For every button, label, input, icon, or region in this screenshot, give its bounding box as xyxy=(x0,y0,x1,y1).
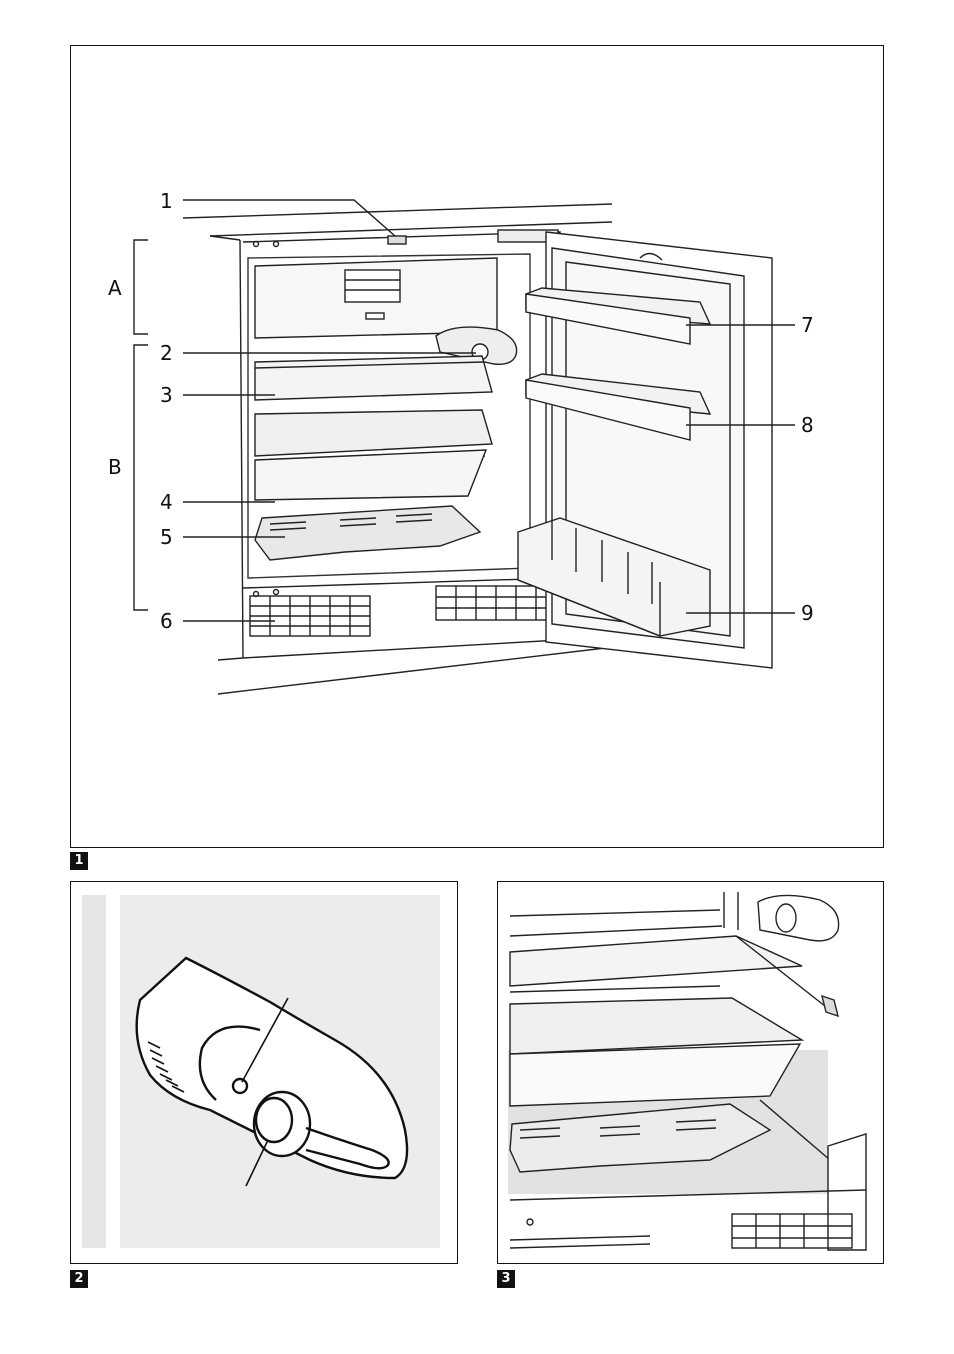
figure-3-badge: 3 xyxy=(497,1270,515,1288)
